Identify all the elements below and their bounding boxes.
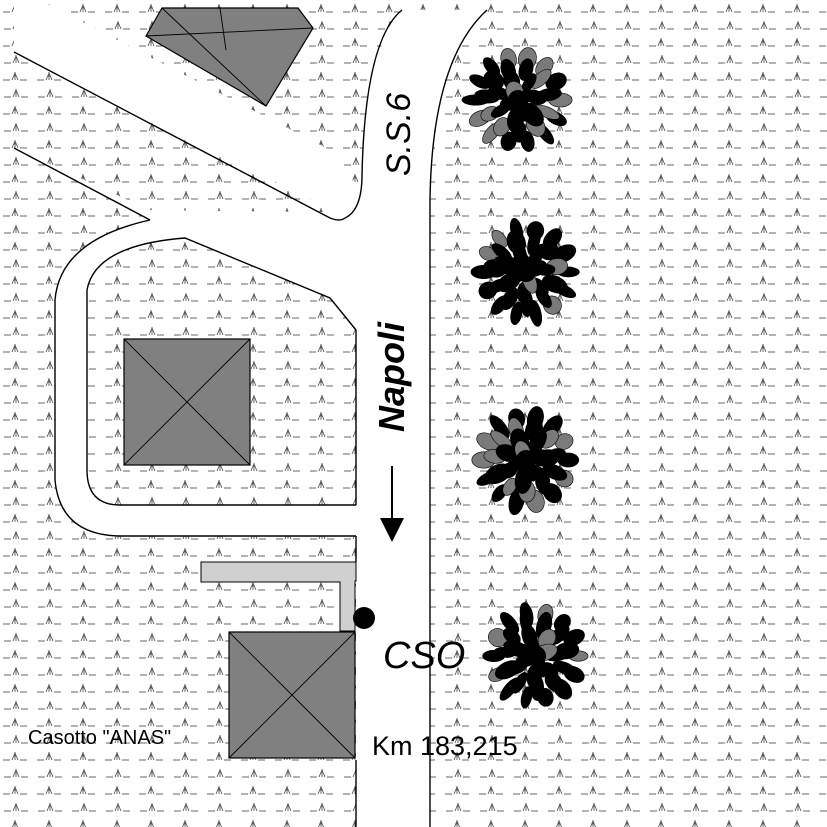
access-road-outer-edge <box>54 219 356 537</box>
kilometer-label: Km 183,215 <box>372 731 518 761</box>
site-point-icon <box>353 607 375 629</box>
main-road-west-edge-top <box>344 9 403 219</box>
road-direction-label: Napoli <box>371 321 412 432</box>
side-road-north-edge <box>13 51 346 221</box>
arrow-down-icon <box>380 466 404 542</box>
tree-icon <box>471 406 580 516</box>
tree-icon <box>461 47 573 152</box>
access-road-inner-edge <box>86 237 357 506</box>
road-number-label: S.S.6 <box>380 93 418 176</box>
site-code-label: CSO <box>383 635 465 677</box>
boundary-wall <box>200 561 357 632</box>
side-road-south-edge <box>13 147 151 221</box>
building-icon <box>123 338 251 466</box>
access-road <box>14 148 356 536</box>
building-label: Casotto "ANAS" <box>28 727 171 749</box>
building-icon <box>228 631 356 759</box>
tree-icon <box>470 217 580 327</box>
tree-icon <box>482 602 589 709</box>
side-road <box>14 0 362 240</box>
main-road <box>356 10 487 827</box>
building-icon <box>145 7 314 107</box>
main-road-east-edge <box>429 9 488 827</box>
tree-row <box>461 47 589 709</box>
